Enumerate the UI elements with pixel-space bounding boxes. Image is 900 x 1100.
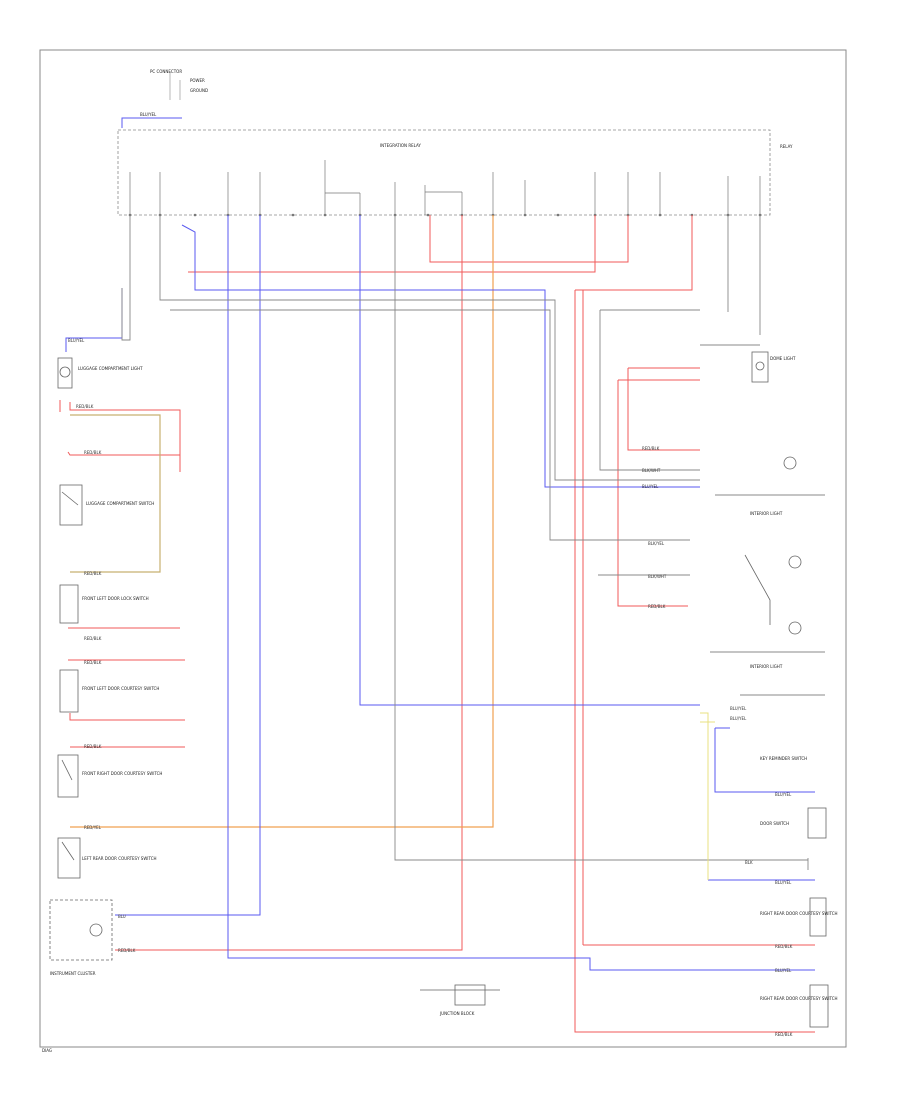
luggage-switch <box>59 484 83 526</box>
dome-light-label: DOME LIGHT <box>770 356 796 361</box>
lr-door-switch <box>57 837 81 879</box>
svg-text:RED/BLK: RED/BLK <box>84 450 102 455</box>
svg-text:BLK/WHT: BLK/WHT <box>648 574 667 579</box>
luggage-lamp <box>57 357 73 389</box>
rr-door-label: RIGHT REAR DOOR COURTESY SWITCH <box>760 911 838 916</box>
svg-text:BLK: BLK <box>745 860 753 865</box>
relay-internals <box>129 160 761 215</box>
svg-text:RED/BLK: RED/BLK <box>648 604 666 609</box>
orange-wires <box>70 215 494 828</box>
svg-text:RED/BLK: RED/BLK <box>775 944 793 949</box>
module-side-label: RELAY <box>780 144 793 149</box>
interior-light-2-label: INTERIOR LIGHT <box>750 664 783 669</box>
fr-door-label: FRONT RIGHT DOOR COURTESY SWITCH <box>82 771 162 776</box>
gray-wires <box>121 215 825 991</box>
fl-door-label: FRONT LEFT DOOR COURTESY SWITCH <box>82 686 159 691</box>
door-lock-switch <box>59 584 79 624</box>
junction-block-label: JUNCTION BLOCK <box>439 1011 475 1016</box>
svg-text:BLU/YEL: BLU/YEL <box>730 706 747 711</box>
svg-text:BLU/YEL: BLU/YEL <box>642 484 659 489</box>
svg-text:BLK/WHT: BLK/WHT <box>642 468 661 473</box>
svg-text:BLU/YEL: BLU/YEL <box>730 716 747 721</box>
blue-wires <box>65 215 815 971</box>
module-label: INTEGRATION RELAY <box>380 143 421 148</box>
svg-text:BLU/YEL: BLU/YEL <box>68 338 85 343</box>
luggage-switch-label: LUGGAGE COMPARTMENT SWITCH <box>86 501 154 506</box>
instrument-cluster <box>49 899 113 961</box>
legend-item-2: GROUND <box>190 88 208 93</box>
wire-labels: BLU/YEL RED/BLK RED/BLK RED/BLK RED/BLK … <box>68 338 793 1037</box>
fl-door-switch <box>59 669 79 713</box>
svg-text:RED/BLK: RED/BLK <box>76 404 94 409</box>
junction-block <box>454 984 486 1006</box>
rr-door-switch <box>809 897 827 937</box>
svg-text:RED/BLK: RED/BLK <box>775 1032 793 1037</box>
page-ref: DIAG <box>42 1048 52 1053</box>
lr-door-label: LEFT REAR DOOR COURTESY SWITCH <box>82 856 157 861</box>
instrument-cluster-label: INSTRUMENT CLUSTER <box>50 971 96 976</box>
svg-text:BLU/YEL: BLU/YEL <box>775 792 792 797</box>
svg-text:BLK/YEL: BLK/YEL <box>648 541 665 546</box>
rr-door-switch-2 <box>809 984 829 1028</box>
key-reminder-label: KEY REMINDER SWITCH <box>760 756 807 761</box>
interior-light-2 <box>788 555 802 569</box>
door-switch-label: DOOR SWITCH <box>760 821 789 826</box>
svg-text:RED/BLK: RED/BLK <box>642 446 660 451</box>
interior-light-1-label: INTERIOR LIGHT <box>750 511 783 516</box>
legend-title: PC CONNECTOR <box>150 69 182 74</box>
svg-text:RED/BLK: RED/BLK <box>118 948 136 953</box>
tan-wires <box>70 414 161 573</box>
left-components <box>49 357 113 961</box>
connector-pins <box>128 213 762 217</box>
svg-text:BLU: BLU <box>118 914 126 919</box>
integration-relay-box <box>117 129 771 216</box>
svg-text:RED/BLK: RED/BLK <box>84 636 102 641</box>
diagram-frame <box>39 49 847 1048</box>
yellow-wires <box>700 712 715 880</box>
red-wires <box>59 215 815 1033</box>
svg-text:RED/BLK: RED/BLK <box>84 571 102 576</box>
luggage-lamp-label: LUGGAGE COMPARTMENT LIGHT <box>78 366 143 371</box>
interior-light-1 <box>783 456 797 470</box>
interior-light-3 <box>788 621 802 635</box>
svg-text:BLU/YEL: BLU/YEL <box>140 112 157 117</box>
svg-text:RED/BLK: RED/BLK <box>84 660 102 665</box>
svg-text:BLU/YEL: BLU/YEL <box>775 880 792 885</box>
rr-door-2-label: RIGHT REAR DOOR COURTESY SWITCH <box>760 996 838 1001</box>
legend: PC CONNECTOR POWER GROUND <box>150 69 208 100</box>
fr-door-switch <box>57 754 79 798</box>
svg-text:RED/BLK: RED/BLK <box>84 744 102 749</box>
legend-item-1: POWER <box>190 78 205 83</box>
dome-light <box>751 351 769 383</box>
svg-text:BLU/YEL: BLU/YEL <box>775 968 792 973</box>
door-switch-right <box>807 807 827 839</box>
door-lock-label: FRONT LEFT DOOR LOCK SWITCH <box>82 596 149 601</box>
svg-text:RED/YEL: RED/YEL <box>84 825 102 830</box>
right-components <box>454 351 829 1028</box>
